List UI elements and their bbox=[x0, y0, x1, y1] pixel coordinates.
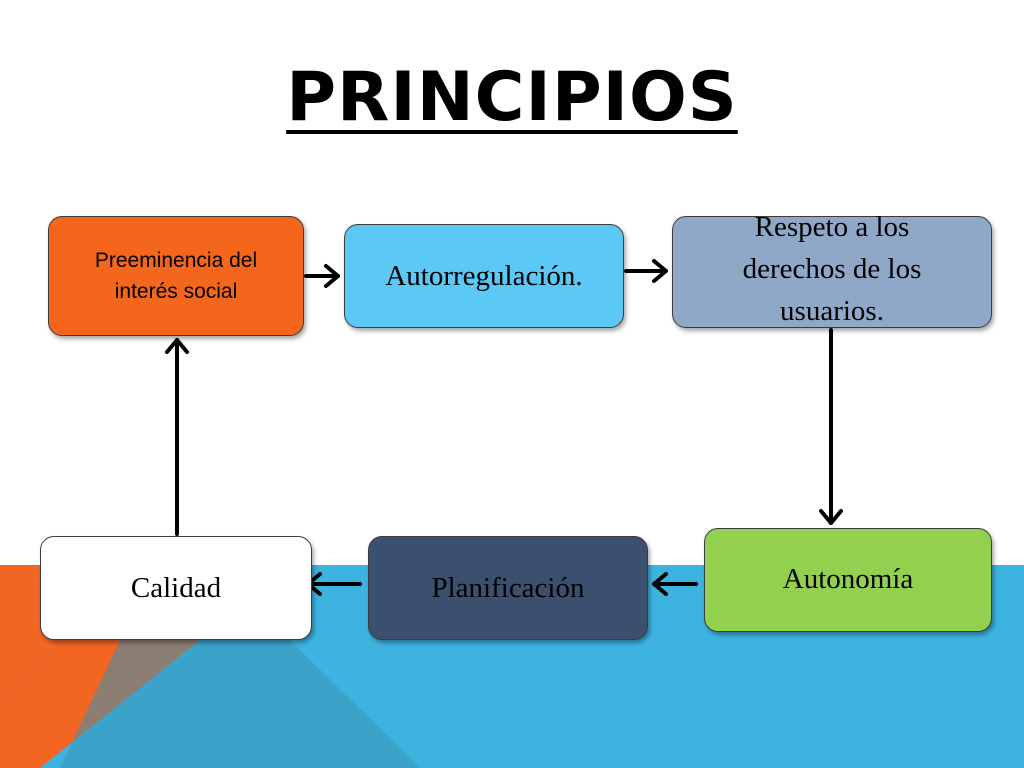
node-autonomia: Autonomía bbox=[704, 528, 992, 632]
background-shadow-triangle bbox=[60, 640, 420, 768]
node-preeminencia-label: Preeminencia del interés social bbox=[94, 248, 258, 304]
node-respeto: Respeto a los derechos de los usuarios. bbox=[672, 211, 992, 328]
node-autorregulacion-label: Autorregulación. bbox=[385, 259, 583, 292]
node-planificacion: Planificación bbox=[368, 536, 648, 640]
node-autonomia-label: Autonomía bbox=[782, 563, 914, 595]
node-calidad-label: Calidad bbox=[130, 571, 222, 604]
node-preeminencia: Preeminencia del interés social bbox=[48, 216, 304, 336]
node-calidad: Calidad bbox=[40, 536, 312, 640]
node-planificacion-label: Planificación bbox=[431, 571, 585, 604]
slide-title-text: PRINCIPIOS bbox=[286, 58, 738, 137]
node-autorregulacion: Autorregulación. bbox=[344, 224, 624, 328]
node-respeto-label: Respeto a los derechos de los usuarios. bbox=[742, 210, 922, 328]
slide-title: PRINCIPIOS bbox=[0, 58, 1024, 137]
